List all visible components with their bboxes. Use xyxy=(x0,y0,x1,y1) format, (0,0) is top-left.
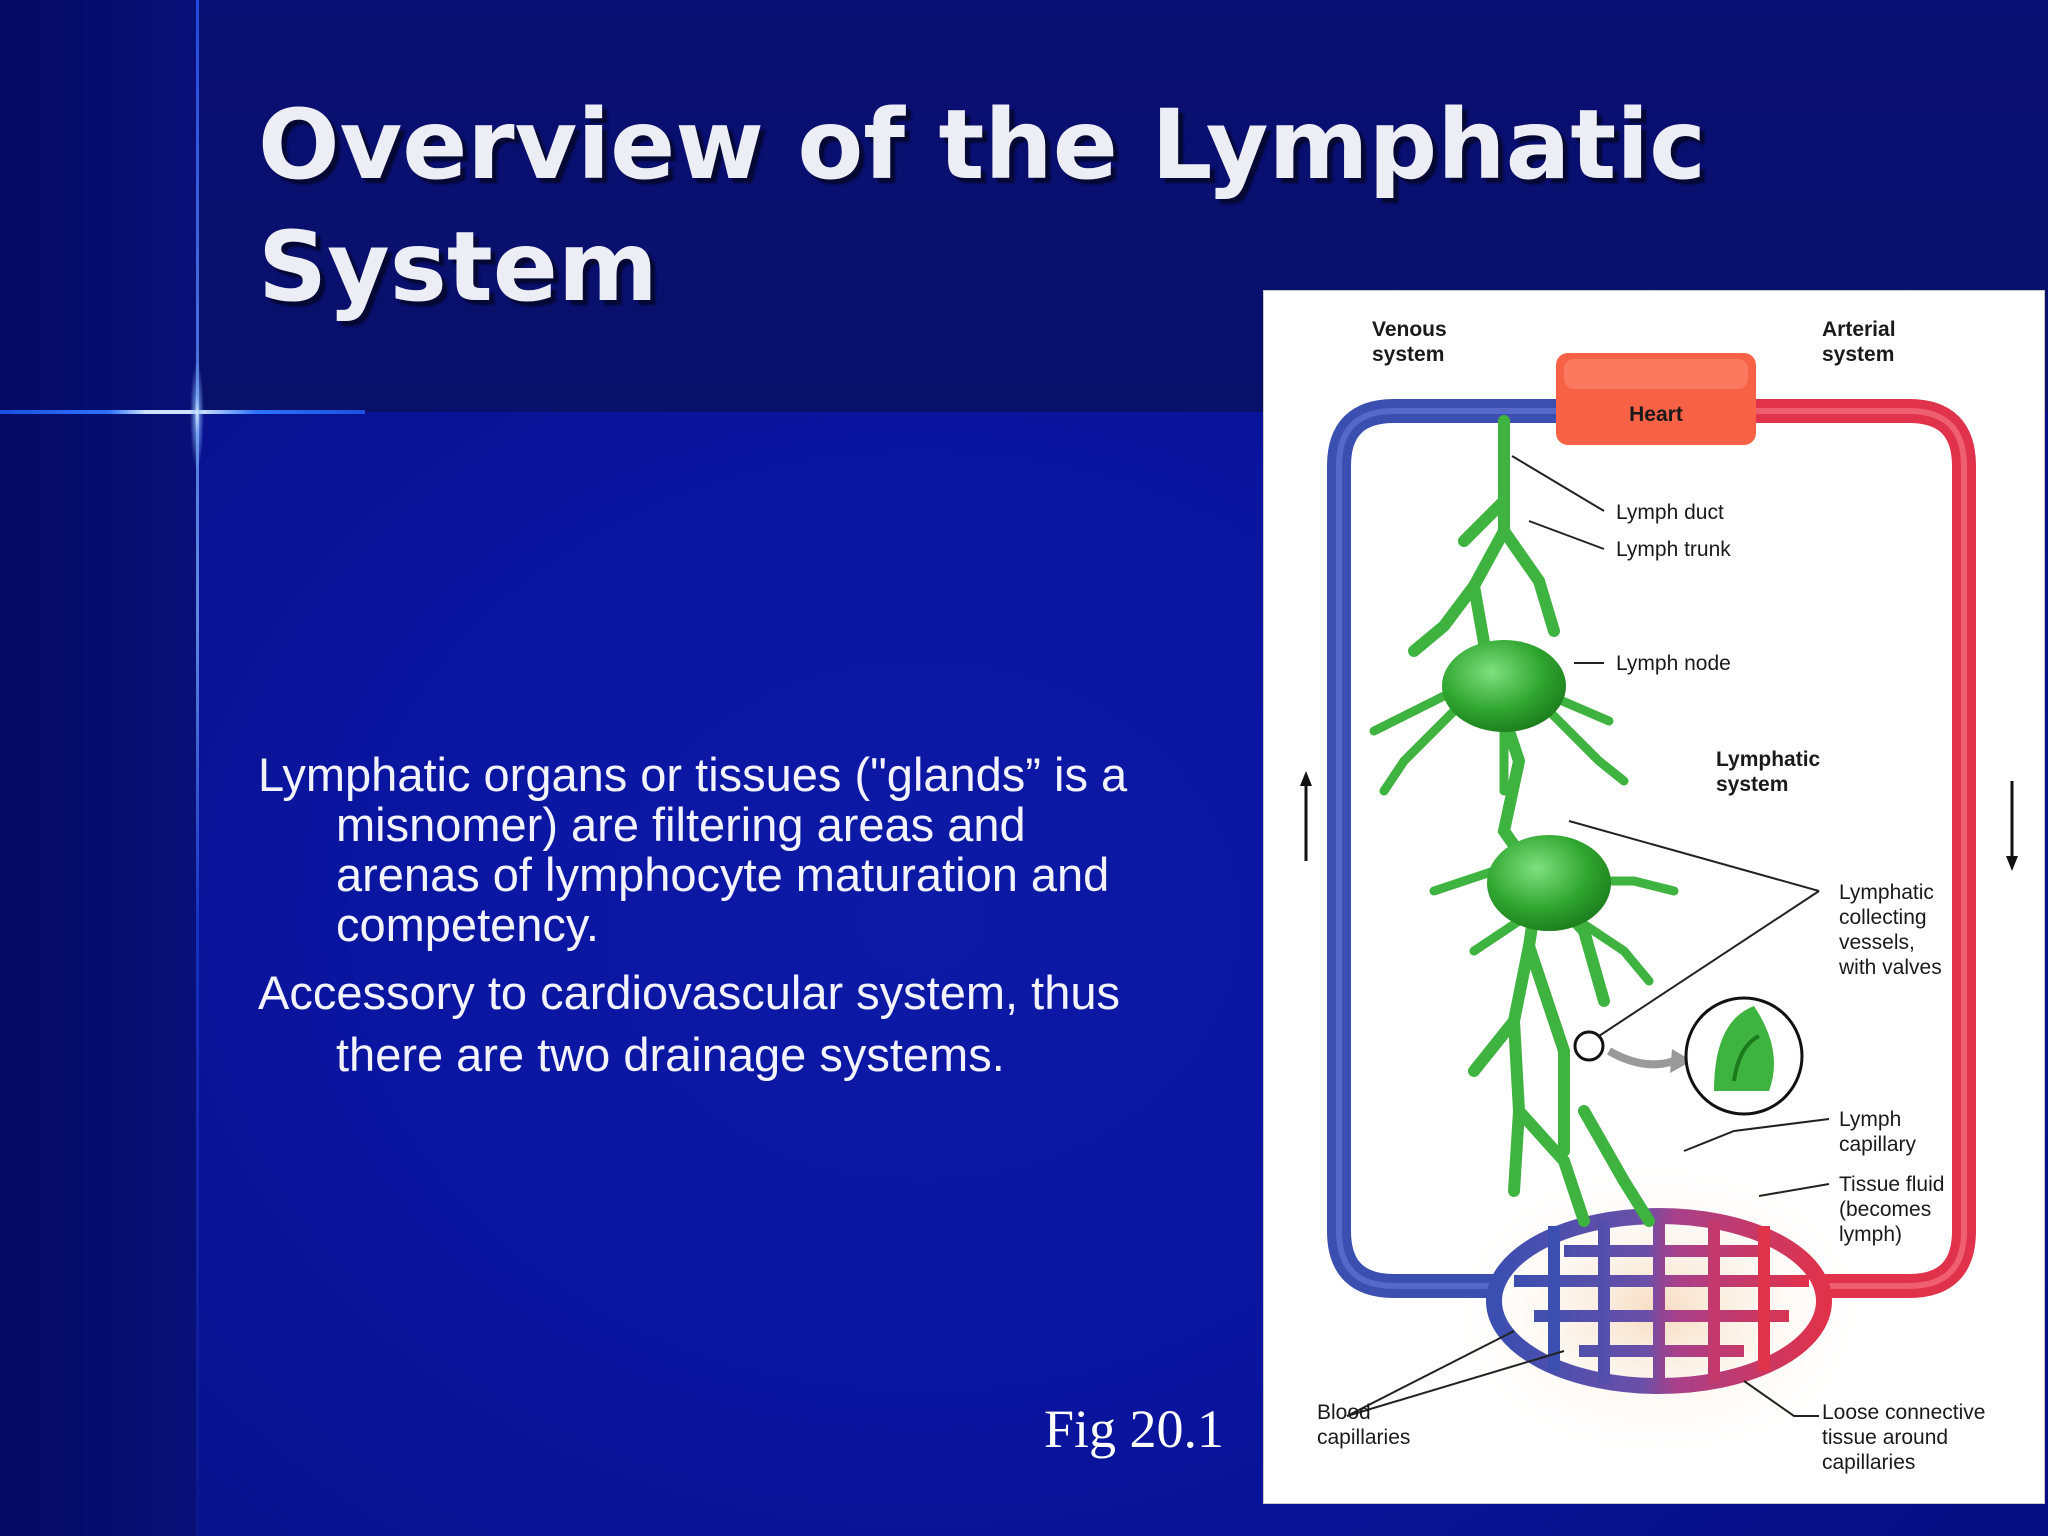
label-lymphatic-system-line2: system xyxy=(1716,773,1788,796)
body-paragraph-2: Accessory to cardiovascular system, thus… xyxy=(258,966,1120,1081)
lymphatic-diagram: Heart xyxy=(1263,290,2045,1504)
label-venous-line2: system xyxy=(1372,343,1444,366)
body-paragraph-1: Lymphatic organs or tissues ("glands” is… xyxy=(258,748,1128,951)
venous-vessel-highlight xyxy=(1336,408,1556,1289)
label-loose-connective-line1: Loose connective xyxy=(1822,1401,1985,1424)
label-lymphatic-system-line1: Lymphatic xyxy=(1716,748,1821,771)
label-collecting-line3: vessels, xyxy=(1839,931,1915,954)
label-heart: Heart xyxy=(1629,403,1683,426)
venous-flow-arrowhead xyxy=(1300,771,1312,786)
label-collecting-line4: with valves xyxy=(1838,956,1942,979)
valve-detail-marker xyxy=(1573,1030,1605,1062)
label-lymph-capillary-line2: capillary xyxy=(1839,1133,1917,1156)
label-arterial-line1: Arterial xyxy=(1822,318,1896,341)
label-collecting-line1: Lymphatic xyxy=(1839,881,1934,904)
blood-capillary-bed xyxy=(1486,1208,1832,1394)
label-tissue-fluid-line2: (becomes xyxy=(1839,1198,1931,1221)
label-arterial-line2: system xyxy=(1822,343,1894,366)
arterial-vessel-highlight xyxy=(1756,408,1967,1289)
label-collecting-line2: collecting xyxy=(1839,906,1927,929)
valve-zoom-arrowhead xyxy=(1670,1049,1692,1073)
decorative-sparkle xyxy=(190,360,204,470)
valve-zoom-arrow xyxy=(1607,1047,1676,1069)
lymph-node-upper xyxy=(1442,640,1566,732)
decorative-horizontal-line xyxy=(0,410,365,414)
diagram-svg: Heart xyxy=(1300,318,2018,1474)
arterial-flow-arrowhead xyxy=(2006,856,2018,871)
label-loose-connective-line3: capillaries xyxy=(1822,1451,1915,1474)
label-tissue-fluid-line1: Tissue fluid xyxy=(1839,1173,1944,1196)
slide-body: Lymphatic organs or tissues ("glands” is… xyxy=(258,750,1138,1086)
valve-magnified-flap xyxy=(1732,1034,1760,1082)
label-lymph-capillary-line1: Lymph xyxy=(1839,1108,1901,1131)
label-venous-line1: Venous xyxy=(1372,318,1447,341)
lymph-vessels xyxy=(1408,415,1655,1227)
flow-arrows xyxy=(1304,781,2014,861)
figure-caption: Fig 20.1 xyxy=(1044,1399,1225,1459)
label-lymph-duct: Lymph duct xyxy=(1616,501,1724,524)
label-blood-capillaries-line2: capillaries xyxy=(1317,1426,1410,1449)
left-band xyxy=(0,0,198,1536)
label-tissue-fluid-line3: lymph) xyxy=(1839,1223,1902,1246)
label-loose-connective-line2: tissue around xyxy=(1822,1426,1948,1449)
leader-lines xyxy=(1346,455,1830,1417)
label-lymph-node: Lymph node xyxy=(1616,652,1731,675)
label-lymph-trunk: Lymph trunk xyxy=(1616,538,1731,561)
decorative-vertical-line xyxy=(196,0,199,1536)
heart-highlight xyxy=(1564,359,1748,389)
label-blood-capillaries-line1: Blood xyxy=(1317,1401,1371,1424)
slide-title: Overview of the Lymphatic System xyxy=(258,89,1707,323)
lymph-node-lower xyxy=(1487,835,1611,931)
